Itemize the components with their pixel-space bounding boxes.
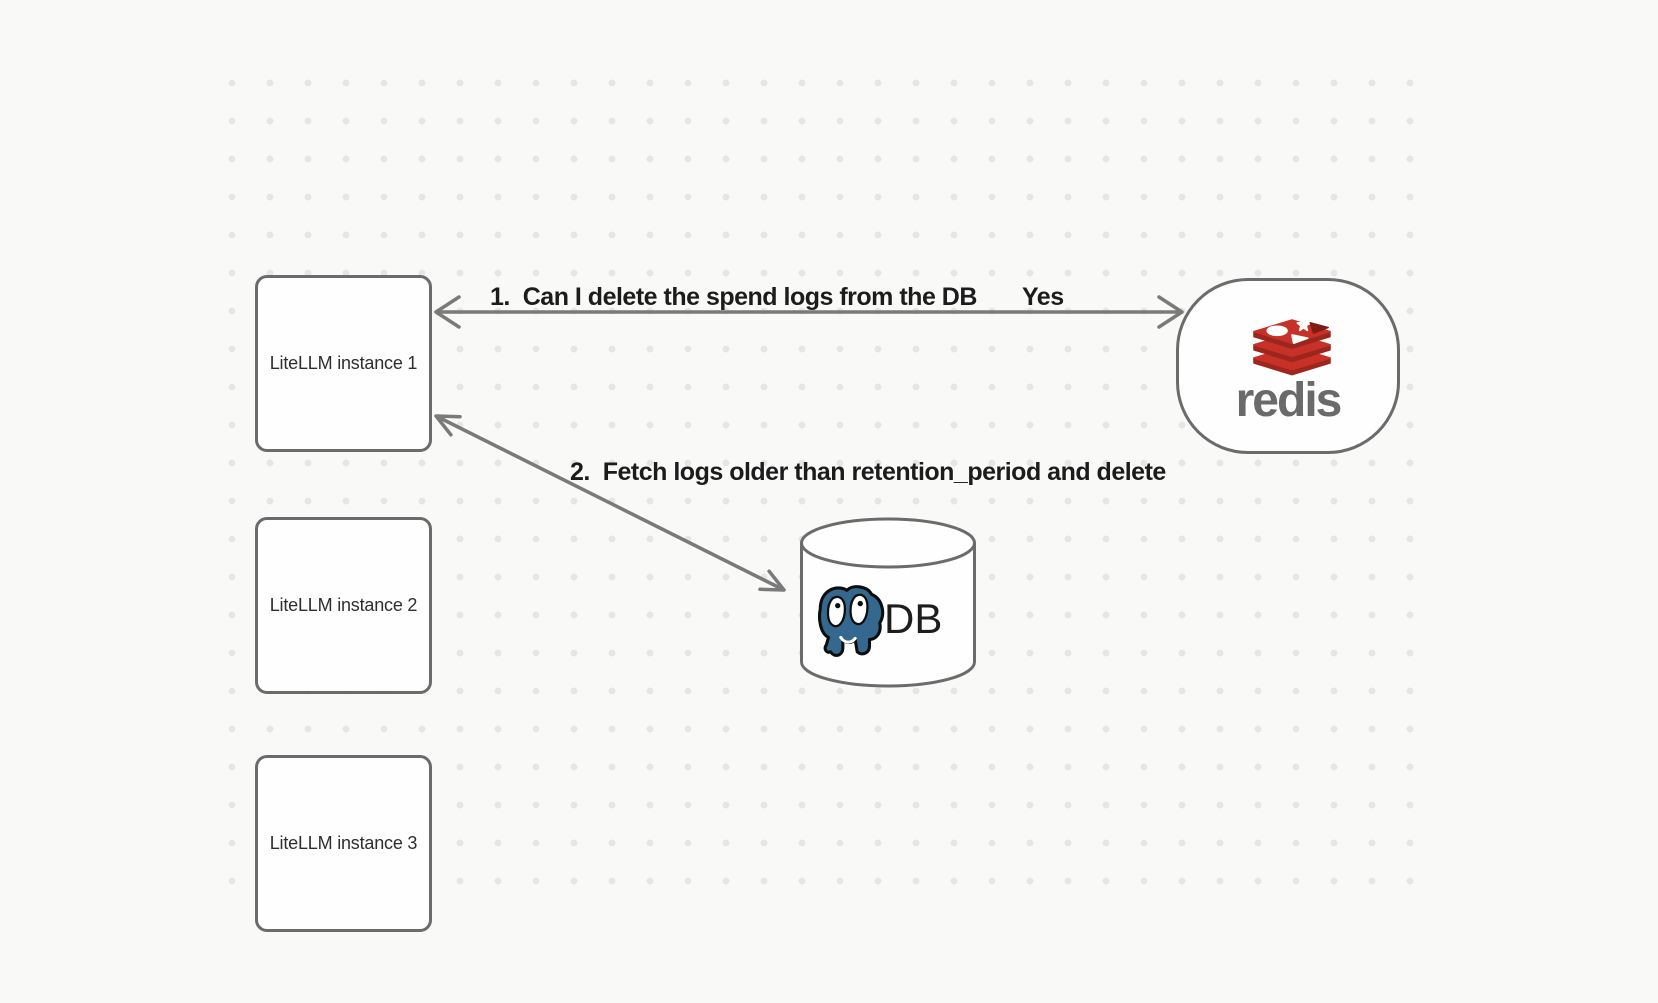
node-litellm-instance-1[interactable]: LiteLLM instance 1	[255, 275, 432, 452]
arrow1-response-label[interactable]: Yes	[1022, 283, 1064, 311]
node-db[interactable]: DB	[798, 516, 978, 690]
redis-wordmark: redis	[1235, 374, 1343, 427]
postgresql-elephant-icon	[818, 585, 885, 657]
node-label: LiteLLM instance 2	[269, 595, 418, 615]
arrow1-label[interactable]: 1. Can I delete the spend logs from the …	[490, 283, 977, 311]
node-label: LiteLLM instance 1	[269, 353, 418, 373]
arrow2-label[interactable]: 2. Fetch logs older than retention_perio…	[570, 458, 1166, 486]
db-cylinder-shape	[800, 517, 976, 688]
node-litellm-instance-3[interactable]: LiteLLM instance 3	[255, 755, 432, 932]
db-label: DB	[884, 595, 943, 642]
redis-stack-icon	[1253, 317, 1331, 376]
node-redis[interactable]: redis	[1176, 278, 1400, 454]
node-label: LiteLLM instance 3	[269, 833, 418, 853]
node-litellm-instance-2[interactable]: LiteLLM instance 2	[255, 517, 432, 694]
